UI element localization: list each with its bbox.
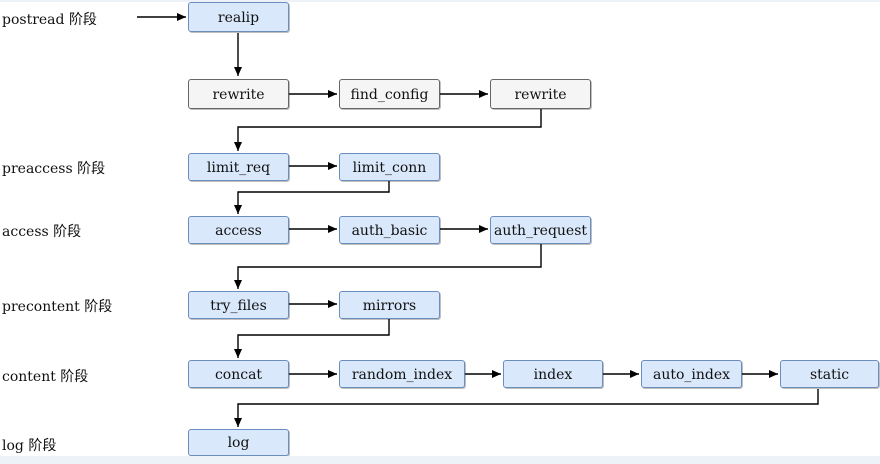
edge-limitconn-access <box>234 181 390 214</box>
stage-label-postread: postread 阶段 <box>2 12 97 28</box>
bottom-band <box>0 456 880 464</box>
node-log: log <box>188 429 289 456</box>
edge-static-log <box>234 389 819 427</box>
top-band <box>0 0 880 2</box>
node-find-config: find_config <box>339 79 440 109</box>
node-auto-index: auto_index <box>641 360 742 388</box>
stage-label-precontent: precontent 阶段 <box>2 299 113 315</box>
node-access: access <box>188 216 289 244</box>
node-limit-req: limit_req <box>188 153 289 181</box>
node-concat: concat <box>188 360 289 388</box>
stage-label-content: content 阶段 <box>2 369 89 385</box>
node-static: static <box>780 360 879 388</box>
node-limit-conn: limit_conn <box>339 153 440 181</box>
edge-rewrite-limitreq <box>234 109 542 151</box>
node-mirrors: mirrors <box>339 291 440 319</box>
edge-mirrors-concat <box>234 319 390 358</box>
node-try-files: try_files <box>188 291 289 319</box>
node-rewrite-location: rewrite <box>490 79 591 109</box>
node-index: index <box>503 360 603 388</box>
node-random-index: random_index <box>339 360 465 388</box>
edge-authrequest-tryfiles <box>234 244 542 289</box>
node-realip: realip <box>188 2 289 32</box>
stage-label-access: access 阶段 <box>2 224 82 240</box>
stage-label-preaccess: preaccess 阶段 <box>2 161 106 177</box>
node-auth-request: auth_request <box>490 216 591 244</box>
stage-label-log: log 阶段 <box>2 438 57 454</box>
node-auth-basic: auth_basic <box>339 216 440 244</box>
node-rewrite-server: rewrite <box>188 79 289 109</box>
